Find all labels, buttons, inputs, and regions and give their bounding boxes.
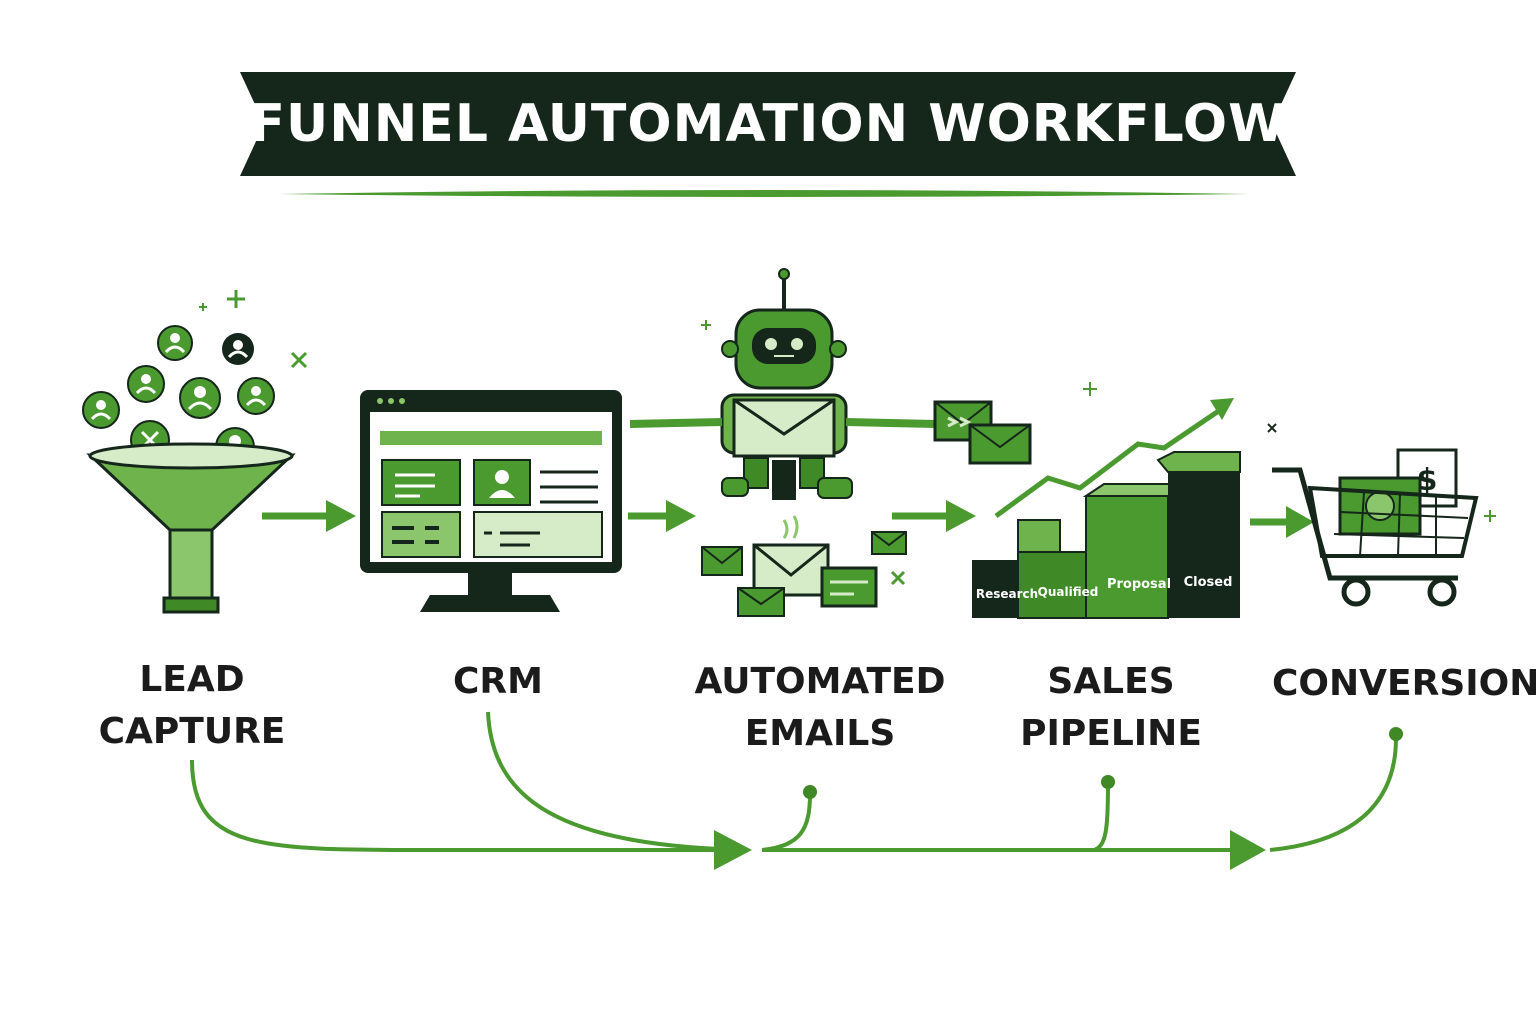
envelope-icon xyxy=(871,531,907,555)
stage-label-sales-pipeline: SALES PIPELINE xyxy=(1020,661,1202,754)
envelope-icon xyxy=(968,423,1032,465)
stage-label-lead-capture: LEAD CAPTURE xyxy=(98,659,286,752)
page-title: FUNNEL AUTOMATION WORKFLOW xyxy=(249,94,1287,154)
envelope-icon xyxy=(737,587,785,617)
connector-lines xyxy=(190,711,1403,870)
pipeline-bar-label: Research xyxy=(976,587,1038,601)
stage-label-automated-emails: AUTOMATED EMAILS xyxy=(694,661,946,754)
lead-avatar-icon xyxy=(127,365,165,403)
shopping-cart-icon: $ xyxy=(1272,448,1496,607)
cart-price-symbol: $ xyxy=(1417,463,1438,498)
envelope-icon xyxy=(933,400,993,442)
pipeline-bar-labels: Research Qualified Proposal Closed xyxy=(976,575,1233,601)
bar-chart-icon xyxy=(972,382,1277,619)
monitor-icon xyxy=(360,390,622,612)
lead-avatar-icon xyxy=(179,377,221,419)
pipeline-bar-label: Closed xyxy=(1184,575,1233,590)
lead-avatar-icon xyxy=(82,391,120,429)
flow-arrow xyxy=(628,500,696,532)
stage-label-crm: CRM xyxy=(453,661,543,702)
envelope-icon xyxy=(701,546,743,576)
lead-avatar-icon xyxy=(157,325,193,361)
lead-avatar-icon xyxy=(222,333,254,365)
funnel-icon xyxy=(82,290,308,614)
pipeline-bar-label: Qualified xyxy=(1038,585,1099,599)
flow-arrow xyxy=(1250,506,1314,538)
title-banner xyxy=(240,72,1296,197)
lead-avatar-icon xyxy=(237,377,275,415)
pipeline-bar-label: Proposal xyxy=(1107,577,1171,592)
envelope-icon xyxy=(820,566,878,608)
envelope-icon xyxy=(752,515,830,597)
robot-icon xyxy=(629,268,937,500)
flow-arrow xyxy=(262,500,356,532)
flow-arrow xyxy=(892,500,976,532)
stage-label-conversion: CONVERSION xyxy=(1272,663,1536,704)
